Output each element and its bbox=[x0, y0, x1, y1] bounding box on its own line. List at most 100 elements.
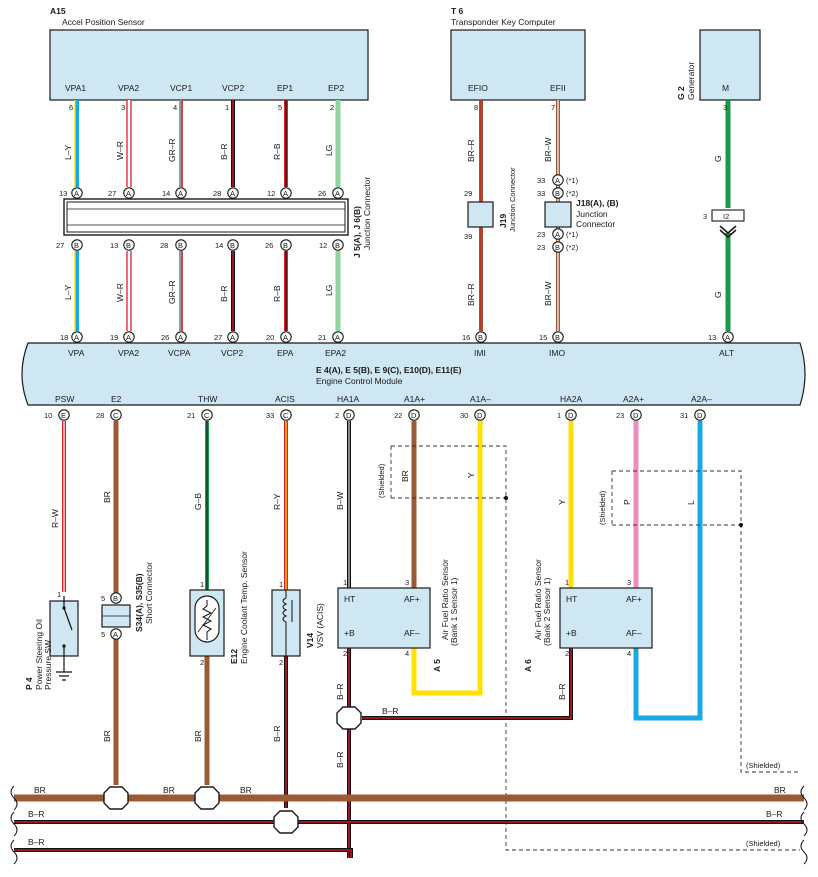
term-label: VCP2 bbox=[221, 348, 243, 358]
bus-label: B–R bbox=[28, 837, 45, 847]
svg-text:A: A bbox=[725, 333, 730, 342]
a6-sub: (Bank 2 Sensor 1) bbox=[542, 577, 552, 646]
term-ep1: EP1 bbox=[277, 83, 293, 93]
svg-text:A: A bbox=[555, 230, 560, 239]
t6-box bbox=[450, 29, 586, 101]
pin-label: 4 bbox=[405, 649, 409, 658]
g2-code: G 2 bbox=[676, 86, 686, 100]
wire-color: L–Y bbox=[63, 145, 73, 160]
wire-color: BR bbox=[102, 491, 112, 503]
svg-text:A: A bbox=[555, 176, 560, 185]
s34-pin-b: B bbox=[110, 592, 122, 604]
svg-text:D: D bbox=[633, 411, 639, 420]
t6-code: T 6 bbox=[451, 6, 464, 16]
e12-name: Engine Coolant Temp. Sensor bbox=[239, 551, 249, 664]
afp-label: AF+ bbox=[626, 594, 642, 604]
g2-terminal: M bbox=[722, 83, 729, 93]
note: (*1) bbox=[566, 230, 579, 239]
bus-break-marks bbox=[10, 785, 808, 865]
svg-text:B: B bbox=[230, 241, 235, 250]
svg-text:A: A bbox=[113, 630, 118, 639]
bus-label: B–R bbox=[28, 809, 45, 819]
svg-text:A: A bbox=[126, 333, 131, 342]
wire-color: L bbox=[686, 500, 696, 505]
wire-color: B–R bbox=[382, 706, 399, 716]
wire-color: BR bbox=[193, 730, 203, 742]
term-label: VPA2 bbox=[118, 348, 139, 358]
pin-label: 6 bbox=[69, 103, 73, 112]
j18-connector bbox=[544, 201, 572, 228]
pin-label: 4 bbox=[627, 649, 631, 658]
pin-label: 21 bbox=[318, 333, 326, 342]
wire-color: W–R bbox=[115, 283, 125, 302]
bus-label: BR bbox=[163, 785, 175, 795]
bus-br2 bbox=[14, 820, 804, 858]
shielded-label: (Shielded) bbox=[746, 839, 781, 848]
term-label: A2A+ bbox=[623, 394, 644, 404]
wire-color: BR–R bbox=[466, 283, 476, 306]
j19-code: J19 bbox=[498, 214, 508, 228]
pin-label: 13 bbox=[708, 333, 716, 342]
pin-label: 26 bbox=[318, 189, 326, 198]
j18-name-2: Connector bbox=[576, 219, 615, 229]
term-label: VPA bbox=[68, 348, 85, 358]
pin-label: 10 bbox=[44, 411, 52, 420]
a15-box bbox=[49, 29, 369, 101]
splice-icon bbox=[194, 786, 220, 810]
wire-color: BR bbox=[102, 730, 112, 742]
ecm-top-pin-numbers: 18 19 26 27 20 21 16 15 13 bbox=[60, 333, 716, 342]
ground-icon bbox=[56, 671, 72, 681]
wire-color: B–R bbox=[219, 285, 229, 302]
pin-label: 23 bbox=[537, 230, 545, 239]
ecm-box bbox=[21, 342, 806, 406]
svg-text:D: D bbox=[697, 411, 703, 420]
term-label: E2 bbox=[111, 394, 122, 404]
p4-name-2: Pressure SW bbox=[43, 640, 53, 690]
svg-text:C: C bbox=[113, 411, 119, 420]
splice-icon bbox=[103, 786, 129, 810]
svg-text:A: A bbox=[178, 189, 183, 198]
ht-label: HT bbox=[566, 594, 577, 604]
i2-connector bbox=[711, 209, 745, 222]
splice-points bbox=[103, 706, 362, 834]
term-vcp1: VCP1 bbox=[170, 83, 192, 93]
pin-label: 14 bbox=[215, 241, 223, 250]
pin-label: 2 bbox=[343, 649, 347, 658]
svg-text:B: B bbox=[478, 333, 483, 342]
bus-br2-stripe bbox=[14, 821, 804, 858]
svg-text:A: A bbox=[283, 189, 288, 198]
term-ep2: EP2 bbox=[328, 83, 344, 93]
svg-text:B: B bbox=[555, 333, 560, 342]
pin-label: 30 bbox=[460, 411, 468, 420]
wire-color: GR–R bbox=[167, 138, 177, 162]
pin-label: 12 bbox=[319, 241, 327, 250]
j5-name: Junction Connector bbox=[362, 177, 372, 250]
pin-label: 26 bbox=[265, 241, 273, 250]
g2-box bbox=[699, 29, 761, 101]
a5-sub: (Bank 1 Sensor 1) bbox=[449, 577, 459, 646]
j5-inner bbox=[66, 201, 346, 233]
pin-label: 23 bbox=[616, 411, 624, 420]
a6-code: A 6 bbox=[523, 659, 533, 672]
v14-code: V14 bbox=[305, 633, 315, 648]
wire-color: L–Y bbox=[63, 285, 73, 300]
p4-lever bbox=[63, 607, 73, 631]
shield-dot bbox=[739, 523, 743, 527]
pin-label: 33 bbox=[537, 176, 545, 185]
pin-label: 3 bbox=[703, 212, 707, 221]
p4-name-1: Power Steering Oil bbox=[34, 619, 44, 690]
j19-connector bbox=[467, 201, 494, 228]
shield-line-2 bbox=[612, 470, 800, 773]
pin-label: 1 bbox=[343, 578, 347, 587]
pin-label: 27 bbox=[56, 241, 64, 250]
pin-label: 18 bbox=[60, 333, 68, 342]
pin-label: 3 bbox=[121, 103, 125, 112]
ecm-name: Engine Control Module bbox=[316, 376, 403, 386]
svg-text:C: C bbox=[204, 411, 210, 420]
ecm-bottom-terminals: PSW E2 THW ACIS HA1A A1A+ A1A– HA2A A2A+… bbox=[55, 394, 712, 404]
s34-pin-a: A bbox=[110, 628, 122, 640]
term-efii: EFII bbox=[550, 83, 566, 93]
pin-label: 21 bbox=[187, 411, 195, 420]
pin-label: 3 bbox=[627, 578, 631, 587]
p4-dot bbox=[62, 606, 66, 610]
